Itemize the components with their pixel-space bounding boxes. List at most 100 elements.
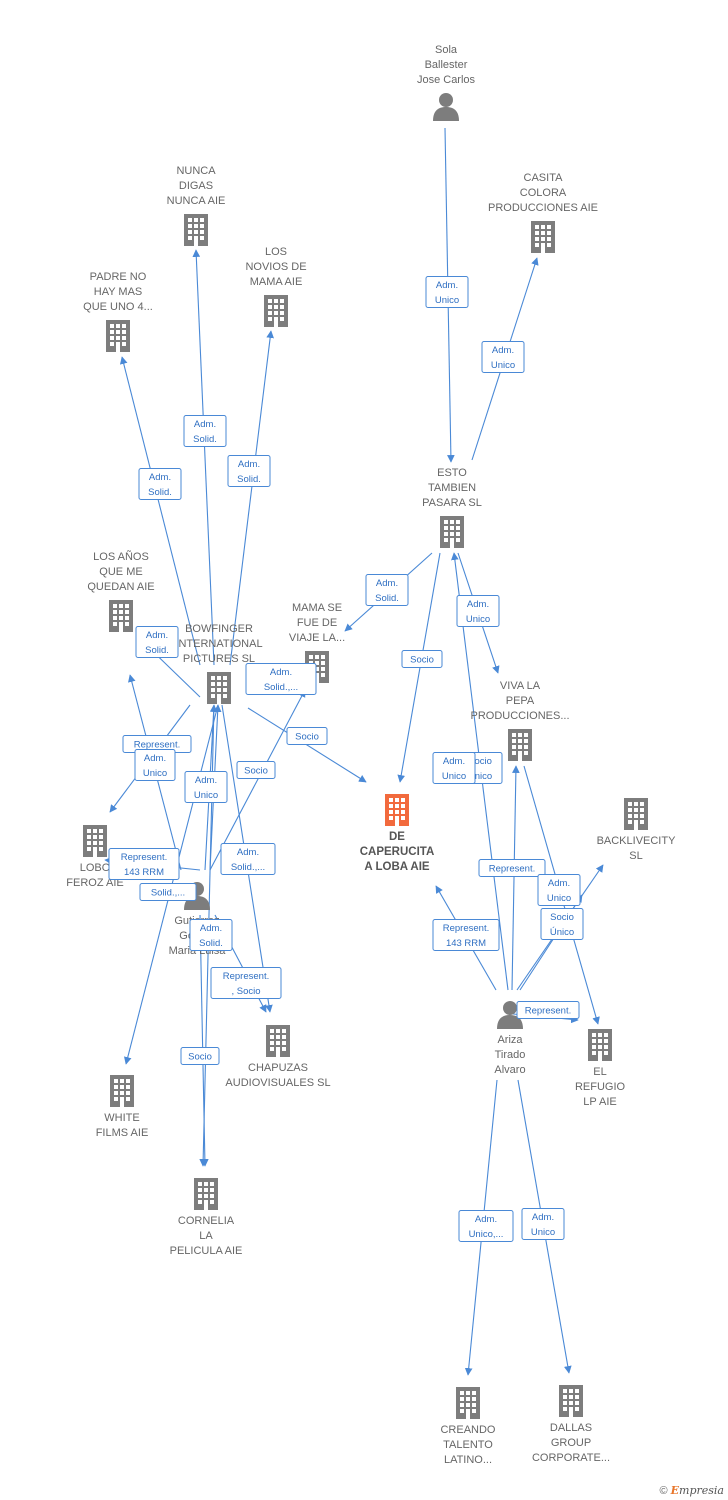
node-label[interactable]: WHITE	[104, 1112, 139, 1124]
building-icon[interactable]	[109, 600, 133, 632]
node-label[interactable]: HAY MAS	[94, 286, 143, 298]
node-label[interactable]: QUEDAN AIE	[87, 581, 154, 593]
edge-label[interactable]: Socio	[286, 727, 328, 745]
edge-label-box[interactable]	[180, 1047, 220, 1065]
node-label[interactable]: REFUGIO	[575, 1081, 626, 1093]
edge-label-box[interactable]	[189, 919, 233, 951]
edge-label-box[interactable]	[537, 874, 581, 906]
edge-label[interactable]: Adm.Solid.	[138, 468, 182, 500]
edge-label-box[interactable]	[227, 455, 271, 487]
node-label[interactable]: EL	[593, 1066, 606, 1078]
edge-label-box[interactable]	[236, 761, 276, 779]
edge-label[interactable]: Adm.Unico	[456, 595, 500, 627]
node-refugio[interactable]: EL REFUGIO LP AIE	[575, 1029, 626, 1108]
building-icon[interactable]	[531, 221, 555, 253]
node-label[interactable]: TALENTO	[443, 1439, 493, 1451]
node-label[interactable]: VIVA LA	[500, 680, 541, 692]
edge-label-box[interactable]	[286, 727, 328, 745]
node-label[interactable]: INTERNATIONAL	[175, 638, 262, 650]
node-label[interactable]: Sola	[435, 44, 458, 56]
building-icon[interactable]	[559, 1385, 583, 1417]
edge-label-box[interactable]	[108, 848, 180, 880]
edge-label-box[interactable]	[481, 341, 525, 373]
node-label[interactable]: PICTURES SL	[183, 653, 255, 665]
node-label[interactable]: AUDIOVISUALES SL	[225, 1077, 330, 1089]
edge-label[interactable]: Adm.Unico	[481, 341, 525, 373]
node-label[interactable]: DE	[389, 831, 405, 843]
node-label[interactable]: Tirado	[495, 1049, 526, 1061]
edge-label-box[interactable]	[521, 1208, 565, 1240]
building-icon[interactable]	[207, 672, 231, 704]
node-label[interactable]: Ballester	[425, 59, 468, 71]
node-label[interactable]: FILMS AIE	[96, 1127, 149, 1139]
building-icon[interactable]	[184, 214, 208, 246]
node-label[interactable]: BOWFINGER	[185, 623, 253, 635]
node-label[interactable]: Ariza	[497, 1034, 523, 1046]
edge-label-box[interactable]	[540, 908, 584, 940]
edge-label-box[interactable]	[138, 468, 182, 500]
edge-label[interactable]: Socio	[401, 650, 443, 668]
node-label[interactable]: CREANDO	[440, 1424, 495, 1436]
edge-label-box[interactable]	[478, 859, 546, 877]
building-icon[interactable]	[385, 794, 409, 826]
edge-label[interactable]: Represent.	[478, 859, 546, 877]
node-label[interactable]: COLORA	[520, 187, 567, 199]
edge-label[interactable]: Adm.Solid.	[365, 574, 409, 606]
edge-label[interactable]: Adm.Solid.,...	[220, 843, 276, 875]
node-dallas[interactable]: DALLAS GROUP CORPORATE...	[532, 1385, 610, 1464]
edge-label[interactable]: Adm.Unico	[425, 276, 469, 308]
edge-label-box[interactable]	[210, 967, 282, 999]
node-label[interactable]: MAMA SE	[292, 602, 342, 614]
node-label[interactable]: CAPERUCITA	[360, 846, 435, 858]
node-label[interactable]: LP AIE	[583, 1096, 616, 1108]
edge-label-box[interactable]	[401, 650, 443, 668]
edge-label[interactable]: Adm.Solid.	[189, 919, 233, 951]
person-icon[interactable]	[433, 93, 459, 121]
edge-label-box[interactable]	[456, 595, 500, 627]
node-label[interactable]: LOS AÑOS	[93, 550, 149, 563]
node-label[interactable]: QUE UNO 4...	[83, 301, 153, 313]
node-label[interactable]: CASITA	[524, 172, 564, 184]
node-label[interactable]: A LOBA AIE	[364, 861, 429, 873]
edge-label-box[interactable]	[184, 771, 228, 803]
building-icon[interactable]	[624, 798, 648, 830]
building-icon[interactable]	[83, 825, 107, 857]
edge-label-box[interactable]	[139, 883, 197, 901]
node-label[interactable]: LATINO...	[444, 1454, 492, 1466]
node-viva[interactable]: VIVA LAPEPAPRODUCCIONES...	[470, 680, 570, 761]
edge-label[interactable]: Adm.Unico	[521, 1208, 565, 1240]
node-label[interactable]: LA	[199, 1230, 213, 1242]
node-label[interactable]: GROUP	[551, 1437, 591, 1449]
node-label[interactable]: NUNCA AIE	[167, 195, 226, 207]
edge-label[interactable]: Socio	[236, 761, 276, 779]
edge-label-box[interactable]	[516, 1001, 580, 1019]
node-label[interactable]: NUNCA	[176, 165, 216, 177]
edge-label[interactable]: Represent., Socio	[210, 967, 282, 999]
node-label[interactable]: VIAJE LA...	[289, 632, 345, 644]
node-label[interactable]: LOS	[265, 246, 287, 258]
node-label[interactable]: CORNELIA	[178, 1215, 235, 1227]
edge-label[interactable]: Adm.Solid.	[227, 455, 271, 487]
node-label[interactable]: CORPORATE...	[532, 1452, 610, 1464]
node-label[interactable]: NOVIOS DE	[245, 261, 306, 273]
edge-label-box[interactable]	[183, 415, 227, 447]
edge-label[interactable]: Adm.Unico	[537, 874, 581, 906]
building-icon[interactable]	[264, 295, 288, 327]
edge-label-box[interactable]	[432, 919, 500, 951]
building-icon[interactable]	[508, 729, 532, 761]
node-label[interactable]: PRODUCCIONES...	[470, 710, 569, 722]
edge-label[interactable]: Adm.Unico,...	[458, 1210, 514, 1242]
node-white[interactable]: WHITE FILMS AIE	[96, 1075, 149, 1139]
node-label[interactable]: DALLAS	[550, 1422, 592, 1434]
node-label[interactable]: BACKLIVECITY	[597, 835, 677, 847]
edge-label-box[interactable]	[365, 574, 409, 606]
